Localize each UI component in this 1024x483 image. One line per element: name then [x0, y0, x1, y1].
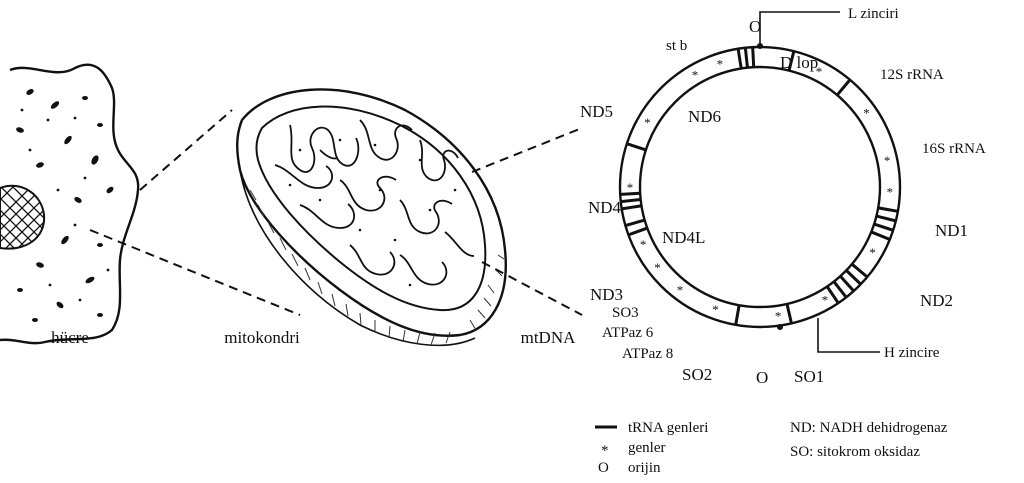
trna-tick — [736, 305, 739, 325]
trna-tick — [625, 220, 644, 226]
trna-tick — [837, 80, 850, 95]
trna-tick — [738, 49, 741, 69]
legend-origin-label: orijin — [628, 460, 661, 476]
trna-tick — [874, 224, 893, 230]
ring-outer — [620, 47, 900, 327]
cell-label: hücre — [51, 328, 89, 347]
gene-star: * — [677, 282, 684, 297]
nd4-label: ND4 — [588, 198, 622, 217]
gene-star: * — [627, 180, 634, 195]
trna-tick — [627, 144, 646, 150]
trna-tick — [622, 206, 642, 209]
trna-tick — [846, 270, 860, 284]
nd4l-label: ND4L — [662, 228, 705, 247]
trna-tick — [852, 264, 867, 277]
trna-tick — [878, 208, 898, 211]
gene-star: * — [640, 237, 647, 252]
h-strand-label: H zincire — [884, 345, 940, 361]
rrna-16s-label: 16S rRNA — [922, 141, 986, 157]
legend-nd-definition: ND: NADH dehidrogenaz — [790, 420, 948, 436]
gene-star: * — [822, 293, 829, 308]
atpaz6-label: ATPaz 6 — [602, 325, 654, 341]
origin-top-label: O — [749, 17, 761, 36]
l-strand-label: L zinciri — [848, 6, 899, 22]
trna-tick — [753, 47, 754, 67]
legend-trna-label: tRNA genleri — [628, 420, 708, 436]
l-strand-pointer — [760, 12, 840, 44]
so2-label: SO2 — [682, 365, 712, 384]
gene-star: * — [863, 105, 870, 120]
gene-star: * — [884, 153, 891, 168]
legend-genes-label: genler — [628, 440, 665, 456]
so3-label: SO3 — [612, 305, 639, 321]
mitochondrion-label: mitokondri — [224, 328, 300, 347]
gene-star: * — [692, 67, 699, 82]
gene-star: * — [775, 309, 782, 324]
gene-star: * — [717, 56, 724, 71]
mtdna-label: mtDNA — [521, 328, 577, 347]
cell-illustration — [0, 65, 138, 343]
gene-star: * — [887, 185, 894, 200]
trna-tick — [834, 282, 846, 298]
mtdna-ring: *************** — [620, 12, 900, 352]
trna-tick — [628, 228, 647, 235]
origin-bottom-marker — [777, 324, 783, 330]
d-loop-label: D lop — [780, 53, 818, 72]
trna-tick — [840, 276, 853, 291]
trna-tick — [745, 48, 747, 68]
nd3-label: ND3 — [590, 285, 623, 304]
nd2-label: ND2 — [920, 291, 953, 310]
h-strand-pointer — [818, 318, 880, 352]
gene-star: * — [654, 260, 661, 275]
ring-inner — [640, 67, 880, 307]
nd1-label: ND1 — [935, 221, 968, 240]
origin-bottom-label: O — [756, 368, 768, 387]
trna-tick — [876, 216, 895, 221]
legend: tRNA genleri * genler O orijin ND: NADH … — [595, 420, 948, 476]
atpaz8-label: ATPaz 8 — [622, 346, 673, 362]
legend-genes-symbol: * — [601, 443, 609, 459]
gene-stars: *************** — [627, 56, 893, 323]
trna-tick — [621, 200, 641, 202]
legend-so-definition: SO: sitokrom oksidaz — [790, 444, 920, 460]
rrna-12s-label: 12S rRNA — [880, 67, 944, 83]
so1-label: SO1 — [794, 367, 824, 386]
gene-star: * — [712, 302, 719, 317]
trna-tick — [787, 304, 791, 323]
trna-tick — [871, 232, 890, 239]
nd6-label: ND6 — [688, 107, 721, 126]
legend-origin-symbol: O — [598, 460, 609, 476]
cell-nucleus — [0, 156, 56, 284]
trna-tick — [827, 286, 838, 303]
st-b-label: st b — [666, 38, 687, 54]
gene-star: * — [644, 115, 651, 130]
nd5-label: ND5 — [580, 102, 613, 121]
gene-star: * — [869, 245, 876, 260]
